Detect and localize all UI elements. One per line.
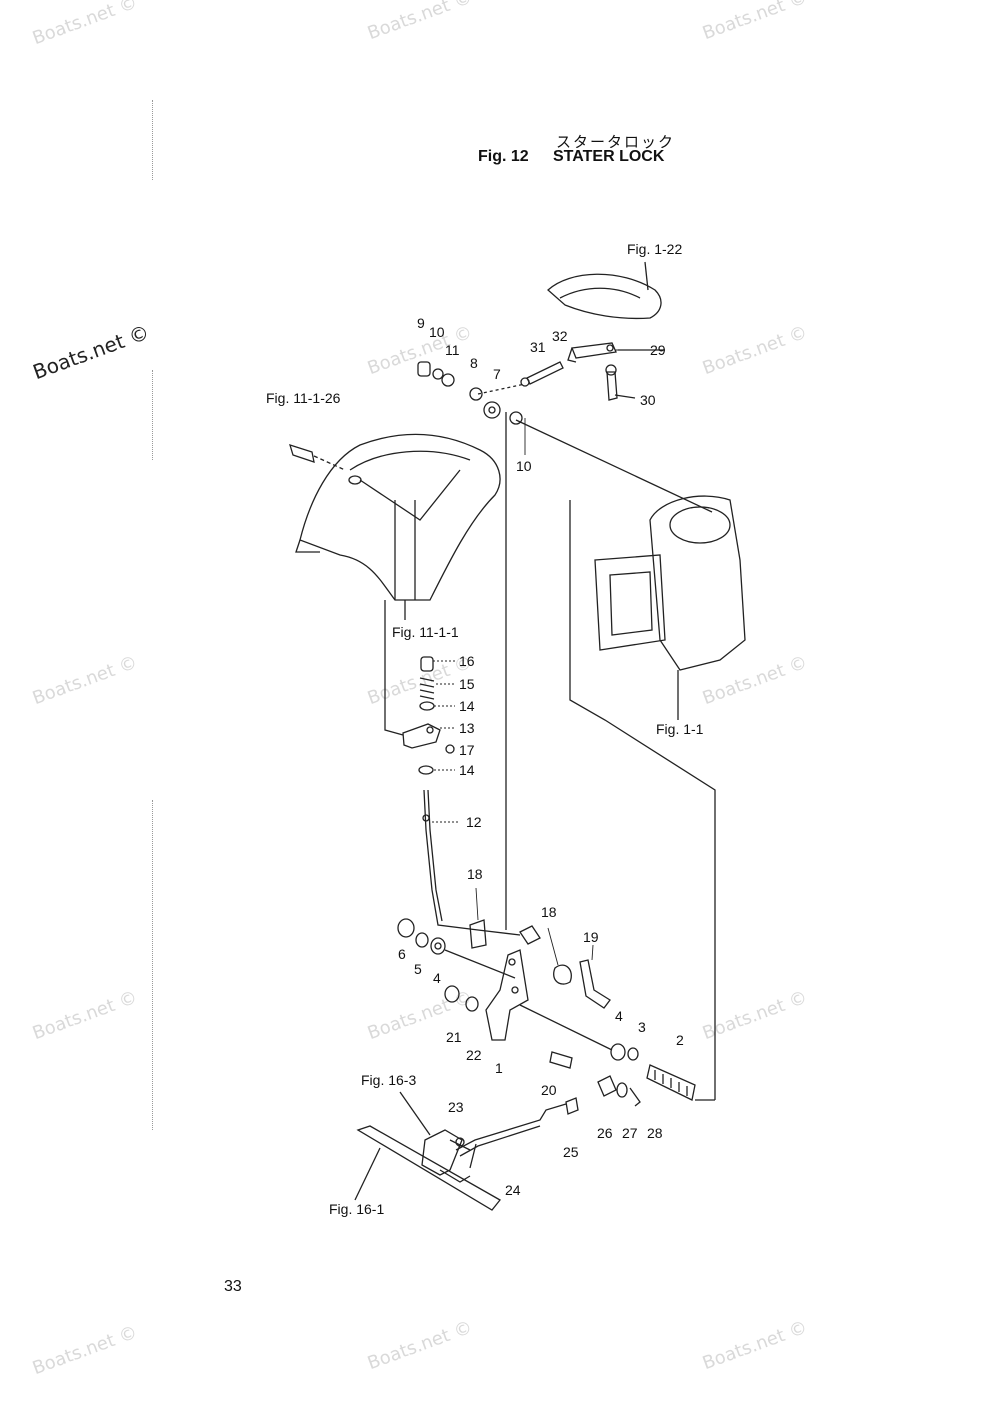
ref-fig-11-1-1: Fig. 11-1-1 [392,624,459,640]
part-number: 4 [433,970,441,986]
part-number: 5 [414,961,422,977]
leader-fig-16-3 [399,1091,431,1136]
ref-fig-16-3: Fig. 16-3 [361,1072,417,1088]
part-number: 22 [466,1047,482,1063]
lever-1 [485,949,529,1041]
figure-title: STATER LOCK [553,148,665,165]
spring-19 [579,959,611,1009]
part-number: 25 [563,1144,579,1160]
part-number: 15 [459,676,475,692]
figure-number: Fig. 12 [478,148,529,165]
rod-24 [455,1103,567,1169]
part-number: 14 [459,762,475,778]
part-number: 13 [459,720,475,736]
margin-line-mid [152,370,155,460]
bolt-31 [520,361,564,387]
part-number: 16 [459,653,475,669]
parts-9-8-7 [417,361,713,513]
ref-fig-1-22: Fig. 1-22 [627,241,683,257]
nut-25 [565,1097,579,1115]
margin-line-low [152,800,155,1130]
housing-fig-1-22 [547,261,662,320]
part-number: 18 [541,904,557,920]
pin-2-stack [519,1004,715,1101]
joint-26-27-28 [597,1075,641,1107]
part-number: 10 [516,458,532,474]
bracket-housing-fig-11-1-26 [289,433,501,620]
part-number: 6 [398,946,406,962]
part-number: 20 [541,1082,557,1098]
part-number: 14 [459,698,475,714]
nut-21 [444,985,460,1003]
part-number: 28 [647,1125,663,1141]
part-number: 2 [676,1032,684,1048]
part-number: 10 [429,324,445,340]
part-number: 32 [552,328,568,344]
ref-fig-1-1: Fig. 1-1 [656,721,704,737]
part-number: 3 [638,1019,646,1035]
part-number: 12 [466,814,482,830]
part-number: 19 [583,929,599,945]
ref-fig-16-1: Fig. 16-1 [329,1201,385,1217]
part-number: 18 [467,866,483,882]
part-number: 30 [640,392,656,408]
page-number: 33 [224,1278,242,1295]
part-number: 4 [615,1008,623,1024]
engine-block-fig-1-1 [569,495,746,1100]
title-japanese: スタータロック [556,133,676,151]
shaft-fig-16-1 [354,1125,501,1211]
bolt-30 [605,364,636,401]
part-number: 9 [417,315,425,331]
ref-fig-11-1-26: Fig. 11-1-26 [266,390,341,406]
part-number: 26 [597,1125,613,1141]
part-number: 27 [622,1125,638,1141]
lever-stack [384,600,455,775]
clip-18 [469,919,572,985]
part-number: 11 [445,342,460,358]
part-number: 17 [459,742,475,758]
pin-20 [549,1051,573,1069]
part-number: 23 [448,1099,464,1115]
part-number: 1 [495,1060,503,1076]
part-number: 21 [446,1029,462,1045]
margin-line-top [152,100,155,180]
part-number: 8 [470,355,478,371]
part-number: 31 [530,339,546,355]
part-number: 29 [650,342,666,358]
part-number: 7 [493,366,501,382]
part-number: 24 [505,1182,521,1198]
washer-22 [465,996,479,1012]
